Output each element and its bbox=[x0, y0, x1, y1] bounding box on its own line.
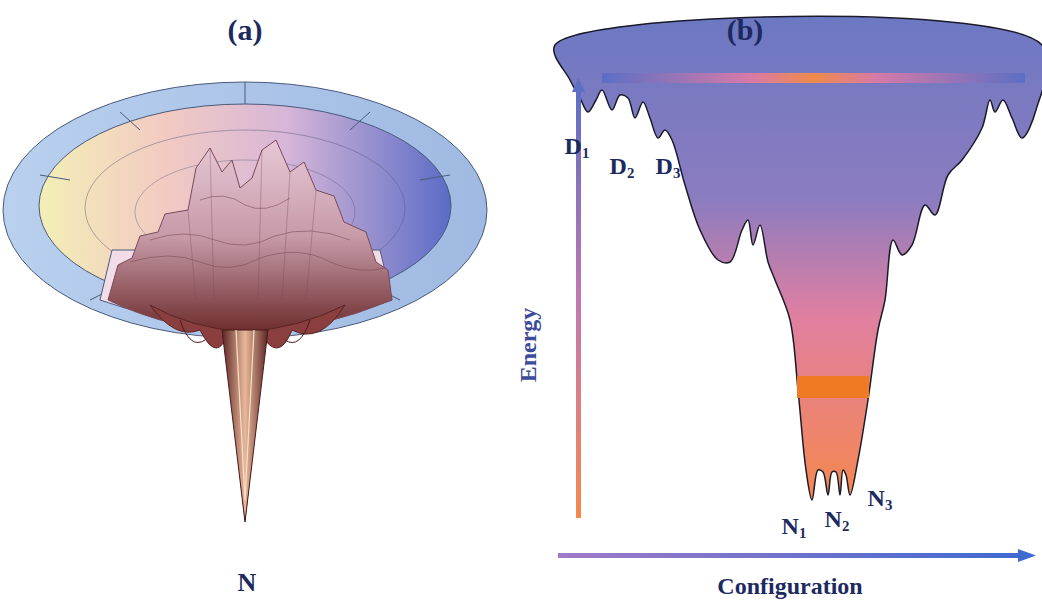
native-band bbox=[797, 376, 869, 398]
funnel-2d bbox=[554, 16, 1042, 500]
state-label: N3 bbox=[868, 486, 893, 513]
state-label: D1 bbox=[565, 134, 590, 161]
axis-label: Configuration bbox=[717, 574, 862, 598]
funnel-outline bbox=[554, 16, 1042, 500]
panel-label: (a) bbox=[228, 15, 263, 45]
funnel-3d bbox=[3, 82, 487, 522]
state-label: D3 bbox=[656, 154, 681, 181]
state-label: N bbox=[238, 570, 257, 596]
unfolded-band bbox=[602, 73, 1025, 83]
panel-label: (b) bbox=[727, 15, 764, 45]
axis-label: Energy bbox=[516, 308, 540, 383]
configuration-axis bbox=[558, 549, 1036, 562]
state-label: N1 bbox=[782, 514, 807, 541]
state-label: D2 bbox=[610, 154, 635, 181]
state-label: N2 bbox=[825, 507, 850, 534]
